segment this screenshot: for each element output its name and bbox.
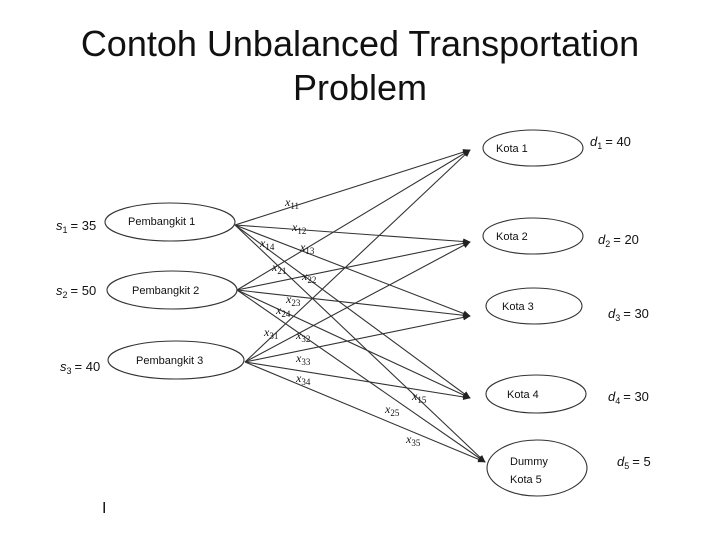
demand-sub-4: 4 <box>615 396 620 406</box>
slide-title: Contoh Unbalanced Transportation Problem <box>0 22 720 110</box>
demand-value-5: = 5 <box>632 454 650 469</box>
arc-x24 <box>236 289 471 399</box>
var-label-x13: x13 <box>299 240 315 256</box>
arc-x33 <box>244 314 471 363</box>
destination-node-3: Kota 3 <box>485 287 583 325</box>
arc-x35 <box>244 361 486 463</box>
demand-label-2: d2= 20 <box>598 232 639 249</box>
arc-x25 <box>236 289 486 463</box>
var-label-x35: x35 <box>405 432 421 448</box>
arc-x34 <box>244 361 471 400</box>
arc-x23 <box>236 289 471 319</box>
title-line-1: Contoh Unbalanced Transportation <box>80 23 640 64</box>
destination-node-4: Kota 4 <box>485 374 587 414</box>
arc-x31 <box>244 149 471 363</box>
var-label-x21: x21 <box>271 260 286 276</box>
demand-var-3: d <box>608 306 616 321</box>
supply-var-1: s <box>56 218 63 233</box>
variable-labels: x11 x12 x14 x13 x21 x22 x23 x24 x31 x32 … <box>259 195 427 448</box>
var-label-x14: x14 <box>259 236 275 252</box>
var-label-x25: x25 <box>384 402 400 418</box>
destination-label-5: Dummy <box>510 456 548 468</box>
arc-group <box>234 149 486 463</box>
demand-sub-3: 3 <box>615 313 620 323</box>
supply-value-2: = 50 <box>71 283 97 298</box>
source-label-3: Pembangkit 3 <box>136 355 203 367</box>
source-label-1: Pembangkit 1 <box>128 216 195 228</box>
supply-sub-2: 2 <box>63 290 68 300</box>
demand-sub-2: 2 <box>605 239 610 249</box>
demand-sub-1: 1 <box>597 141 602 151</box>
arc-x32 <box>244 241 471 363</box>
var-label-x12: x12 <box>291 220 306 236</box>
destination-label-2: Kota 2 <box>496 231 528 243</box>
demand-value-3: = 30 <box>623 306 649 321</box>
arc-x14 <box>234 224 471 399</box>
supply-var-2: s <box>56 283 63 298</box>
source-node-1: Pembangkit 1 <box>104 202 236 242</box>
demand-var-5: d <box>617 454 625 469</box>
source-node-3: Pembangkit 3 <box>107 340 245 380</box>
demand-label-5: d5= 5 <box>617 454 651 471</box>
demand-var-2: d <box>598 232 606 247</box>
arc-x11 <box>234 149 471 226</box>
demand-value-4: = 30 <box>623 389 649 404</box>
supply-label-2: s2= 50 <box>56 283 96 300</box>
arc-x22 <box>236 240 471 291</box>
arc-x21 <box>236 149 471 291</box>
var-label-x24: x24 <box>275 303 291 319</box>
svg-text:d3= 30: d3= 30 <box>608 306 649 323</box>
supply-label-1: s1= 35 <box>56 218 96 235</box>
var-label-x15: x15 <box>411 389 427 405</box>
svg-text:d1= 40: d1= 40 <box>590 134 631 151</box>
demand-label-1: d1= 40 <box>590 134 631 151</box>
arc-x13 <box>234 224 471 317</box>
destination-label-5b: Kota 5 <box>510 474 542 486</box>
supply-sub-1: 1 <box>63 225 68 235</box>
var-label-x32: x32 <box>295 328 310 344</box>
svg-text:d5= 5: d5= 5 <box>617 454 651 471</box>
title-line-2: Problem <box>292 67 428 108</box>
var-label-x33: x33 <box>295 351 311 367</box>
demand-sub-5: 5 <box>624 461 629 471</box>
supply-value-1: = 35 <box>71 218 97 233</box>
svg-text:s3= 40: s3= 40 <box>60 359 100 376</box>
arc-x15 <box>234 224 486 463</box>
destination-label-1: Kota 1 <box>496 143 528 155</box>
demand-value-1: = 40 <box>605 134 631 149</box>
var-label-x22: x22 <box>301 269 316 285</box>
destination-label-4: Kota 4 <box>507 389 539 401</box>
svg-text:d4= 30: d4= 30 <box>608 389 649 406</box>
source-node-2: Pembangkit 2 <box>106 270 238 310</box>
supply-var-3: s <box>60 359 67 374</box>
text-cursor-mark: I <box>102 500 106 517</box>
demand-var-4: d <box>608 389 616 404</box>
demand-value-2: = 20 <box>613 232 639 247</box>
destination-node-5: Dummy Kota 5 <box>486 439 588 497</box>
source-label-2: Pembangkit 2 <box>132 285 199 297</box>
supply-label-3: s3= 40 <box>60 359 100 376</box>
var-label-x31: x31 <box>263 325 278 341</box>
supply-sub-3: 3 <box>67 366 72 376</box>
demand-label-3: d3= 30 <box>608 306 649 323</box>
var-label-x23: x23 <box>285 292 301 308</box>
svg-text:s1= 35: s1= 35 <box>56 218 96 235</box>
var-label-x11: x11 <box>284 195 299 211</box>
destination-label-3: Kota 3 <box>502 301 534 313</box>
destination-node-2: Kota 2 <box>482 217 584 255</box>
demand-var-1: d <box>590 134 598 149</box>
supply-value-3: = 40 <box>75 359 101 374</box>
svg-text:d2= 20: d2= 20 <box>598 232 639 249</box>
demand-label-4: d4= 30 <box>608 389 649 406</box>
svg-text:s2= 50: s2= 50 <box>56 283 96 300</box>
var-label-x34: x34 <box>295 371 311 387</box>
destination-node-1: Kota 1 <box>482 129 584 167</box>
arc-x12 <box>234 224 471 245</box>
